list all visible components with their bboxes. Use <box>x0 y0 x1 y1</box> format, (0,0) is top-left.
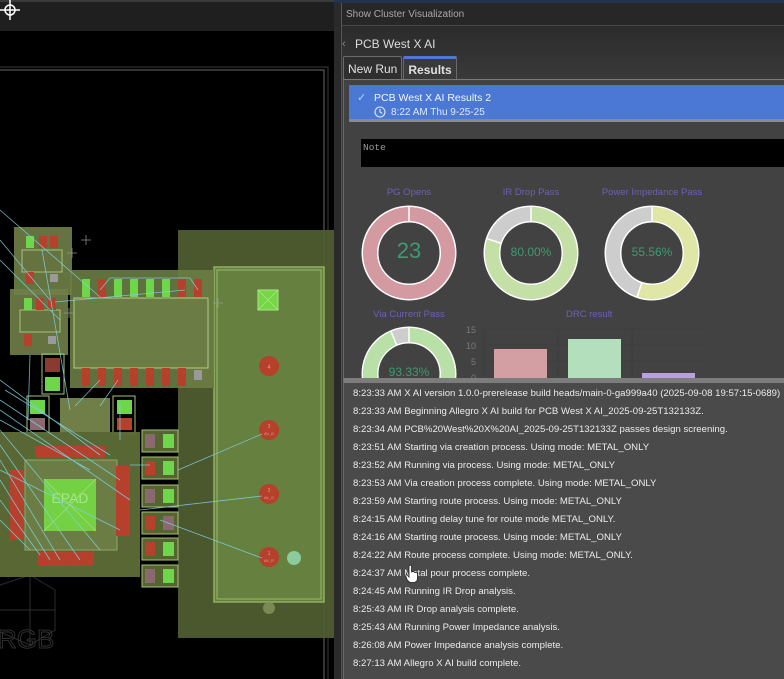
log-line: 8:24:16 AM Starting route process. Using… <box>353 532 622 543</box>
note-placeholder: Note <box>363 142 386 153</box>
log-line: 8:26:08 AM Power Impedance analysis comp… <box>353 640 564 651</box>
log-line: 8:23:51 AM Starting via creation process… <box>353 442 650 453</box>
log-line: 8:24:15 AM Routing delay tune for route … <box>353 514 616 525</box>
gauge-label-ir-drop: IR Drop Pass <box>502 187 560 198</box>
log-line: 8:23:33 AM Beginning Allegro X AI build … <box>353 406 704 417</box>
results-content: ✓ PCB West X AI Results 2 8:22 AM Thu 9-… <box>343 80 784 422</box>
panel-header: ‹ PCB West X AI <box>342 26 784 80</box>
tab-underline <box>343 79 784 80</box>
show-cluster-visualization-toggle[interactable]: Show Cluster Visualization <box>342 3 784 26</box>
svg-text:10: 10 <box>466 341 476 351</box>
capacitor-array <box>141 429 179 588</box>
log-line: 8:27:13 AM Allegro X AI build complete. <box>353 658 521 669</box>
gauge-label-pg-opens: PG Opens <box>386 187 432 198</box>
gauge-value-via-current: 93.33% <box>388 365 430 379</box>
result-list-item[interactable]: ✓ PCB West X AI Results 2 8:22 AM Thu 9-… <box>349 85 784 122</box>
log-line: 8:24:37 AM Metal pour process complete. <box>353 568 531 579</box>
log-line: 8:23:59 AM Starting route process. Using… <box>353 496 622 507</box>
svg-text:AV_R: AV_R <box>264 558 274 563</box>
gauge-value-power-impedance: 55.56% <box>631 245 673 259</box>
hand-pointer-cursor-icon <box>405 565 418 583</box>
svg-text:0: 0 <box>471 373 476 380</box>
svg-text:AV_B: AV_B <box>264 431 274 436</box>
gauge-value-ir-drop: 80.00% <box>510 245 552 259</box>
note-input[interactable]: Note <box>361 139 784 167</box>
panel-top-border <box>334 0 784 3</box>
pcb-canvas[interactable]: RGB <box>0 0 334 679</box>
gauge-label-via-current: Via Current Pass <box>373 309 445 320</box>
log-line: 8:24:45 AM Running IR Drop analysis. <box>353 586 516 597</box>
svg-text:1: 1 <box>268 551 271 557</box>
soic-pins-bottom <box>82 368 202 386</box>
log-line: 8:23:34 AM PCB%20West%20X%20AI_2025-09-2… <box>353 424 728 435</box>
passive-components <box>26 353 136 435</box>
gauge-pg-opens[interactable] <box>361 205 457 301</box>
log-line: 8:25:43 AM Running Power Impedance analy… <box>353 622 560 633</box>
log-line: 8:23:33 AM X AI version 1.0.0-prerelease… <box>353 388 781 399</box>
canvas-toolbar <box>0 0 334 31</box>
crosshair-cursor-icon <box>0 0 20 20</box>
log-line: 8:24:22 AM Route process complete. Using… <box>353 550 633 561</box>
check-icon: ✓ <box>357 92 367 104</box>
y-axis-ticks: 15 10 5 0 <box>466 325 476 380</box>
drc-bar-1 <box>494 349 547 380</box>
panel-splitter[interactable] <box>334 0 342 679</box>
project-title: PCB West X AI <box>355 37 436 51</box>
panel-tabs: New Run Results <box>343 56 457 80</box>
connector-pin-1 <box>259 547 279 567</box>
drc-bar-3 <box>642 373 695 380</box>
ratsnest-lines <box>0 209 263 561</box>
gauge-label-power-impedance: Power Impedance Pass <box>601 187 703 198</box>
svg-text:4: 4 <box>267 365 271 371</box>
tab-results[interactable]: Results <box>403 56 457 80</box>
result-name: PCB West X AI Results 2 <box>374 92 492 104</box>
drc-bar-2 <box>568 339 621 380</box>
svg-text:2: 2 <box>268 488 271 494</box>
connector-pin-4 <box>259 356 279 376</box>
svg-text:5: 5 <box>471 357 476 367</box>
result-timestamp: 8:22 AM Thu 9-25-25 <box>391 107 485 118</box>
tab-new-run[interactable]: New Run <box>343 56 403 80</box>
gauge-power-impedance[interactable] <box>604 205 700 301</box>
drc-markers <box>64 235 223 318</box>
cluster-visualization-label: Show Cluster Visualization <box>346 9 465 20</box>
gauge-ir-drop[interactable] <box>483 205 579 301</box>
drc-chart-title: DRC result <box>566 309 613 320</box>
svg-text:EPAD: EPAD <box>51 490 88 506</box>
pcb-layout[interactable]: RGB <box>0 0 334 679</box>
build-log[interactable]: 8:23:33 AM X AI version 1.0.0-prerelease… <box>343 378 784 679</box>
svg-text:3: 3 <box>268 424 271 430</box>
clock-icon <box>374 106 386 118</box>
chevron-left-icon[interactable]: ‹ <box>342 38 346 50</box>
log-line: 8:25:43 AM IR Drop analysis complete. <box>353 604 519 615</box>
svg-text:15: 15 <box>466 325 476 335</box>
svg-text:AV_G: AV_G <box>264 495 274 500</box>
gauge-value-pg-opens: 23 <box>396 238 422 263</box>
connector-pin-2 <box>259 484 279 504</box>
connector-pin-3 <box>259 420 279 440</box>
drc-bar-chart[interactable]: 15 10 5 0 <box>454 325 784 380</box>
log-line: 8:23:52 AM Running via process. Using mo… <box>353 460 615 471</box>
log-line: 8:23:53 AM Via creation process complete… <box>353 478 657 489</box>
breadcrumb: ‹ PCB West X AI <box>342 36 435 52</box>
svg-text:RGB: RGB <box>0 624 54 654</box>
